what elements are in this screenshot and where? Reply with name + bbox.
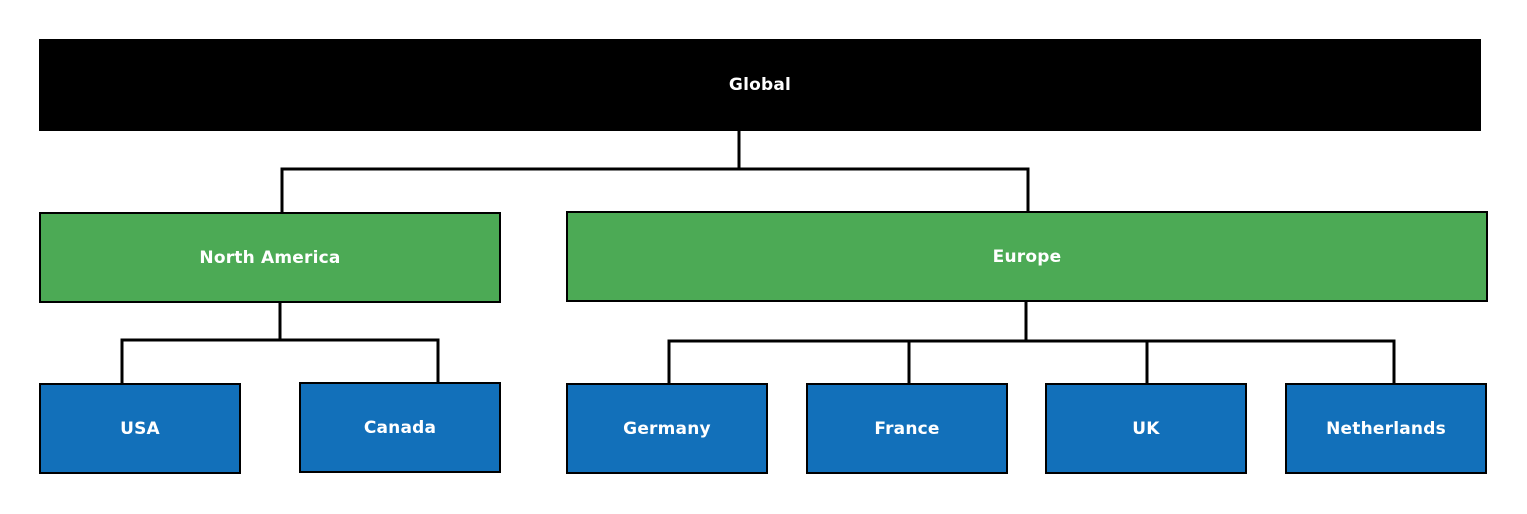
node-netherlands: Netherlands bbox=[1285, 383, 1487, 474]
node-germany-label: Germany bbox=[623, 418, 711, 439]
node-global: Global bbox=[39, 39, 1481, 131]
node-usa-label: USA bbox=[120, 418, 160, 439]
node-netherlands-label: Netherlands bbox=[1326, 418, 1446, 439]
node-europe-label: Europe bbox=[992, 246, 1062, 267]
node-north-america-label: North America bbox=[199, 247, 341, 268]
node-uk: UK bbox=[1045, 383, 1247, 474]
node-france-label: France bbox=[874, 418, 940, 439]
node-uk-label: UK bbox=[1132, 418, 1160, 439]
node-usa: USA bbox=[39, 383, 241, 474]
node-france: France bbox=[806, 383, 1008, 474]
node-global-label: Global bbox=[728, 75, 792, 95]
node-canada-label: Canada bbox=[363, 417, 437, 438]
node-germany: Germany bbox=[566, 383, 768, 474]
node-europe: Europe bbox=[566, 211, 1488, 302]
node-canada: Canada bbox=[299, 382, 501, 473]
node-north-america: North America bbox=[39, 212, 501, 303]
